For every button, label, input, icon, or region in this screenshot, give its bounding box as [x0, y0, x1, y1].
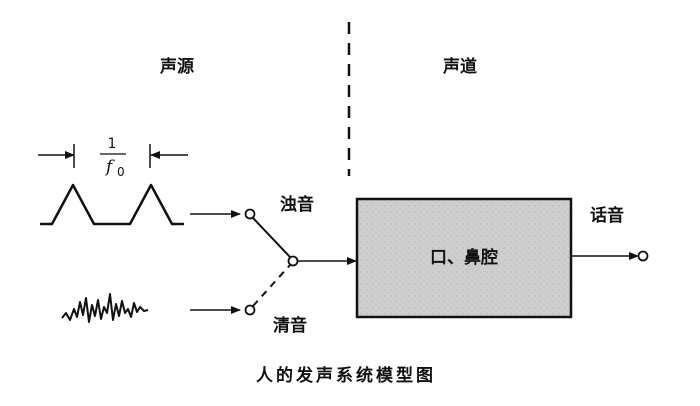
- unvoiced-label: 清音: [273, 315, 307, 336]
- cavity-box: [355, 197, 573, 319]
- unvoiced-terminal: [244, 304, 256, 316]
- noise-waveform: [61, 293, 149, 323]
- source-heading: 声源: [159, 56, 194, 77]
- period-f-symbol: f: [104, 157, 115, 177]
- period-annotation: 1 f 0: [38, 136, 188, 179]
- switch-arm-unvoiced: [252, 264, 291, 307]
- period-subscript: 0: [117, 165, 125, 179]
- figure-caption: 人的发声系统模型图: [256, 365, 436, 386]
- output-terminal: [637, 250, 649, 262]
- speech-label: 话音: [590, 205, 624, 226]
- period-numerator: 1: [108, 136, 117, 152]
- voiced-terminal: [244, 208, 256, 220]
- cavity-label: 口、鼻腔: [430, 247, 498, 268]
- periodic-pulse-waveform: [40, 183, 184, 226]
- switch-arm-voiced: [252, 217, 291, 258]
- voiced-label: 浊音: [280, 194, 314, 215]
- tract-heading: 声道: [442, 56, 477, 77]
- switch-pivot: [287, 255, 299, 267]
